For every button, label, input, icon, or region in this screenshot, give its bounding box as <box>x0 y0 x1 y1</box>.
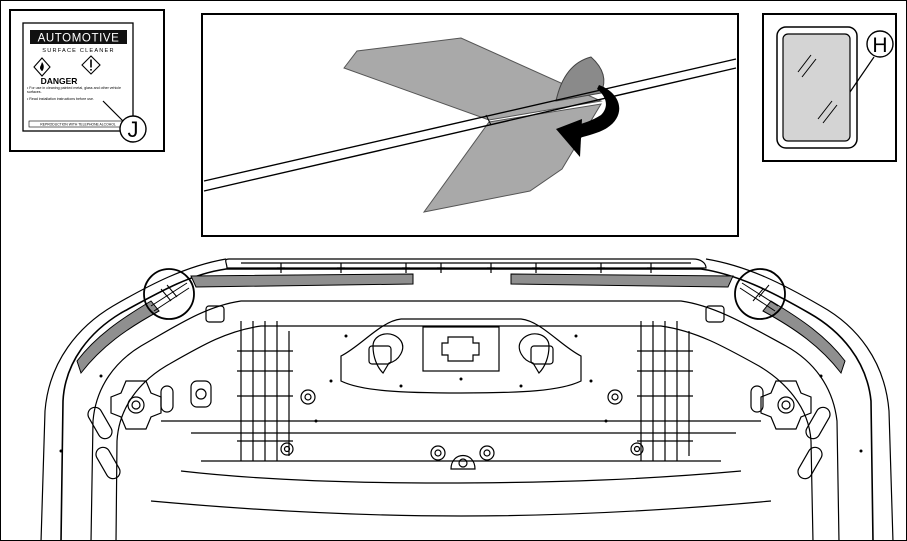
callout-h <box>866 30 894 58</box>
right-mount-boss <box>760 380 812 430</box>
top-clips <box>277 263 655 273</box>
hood-underside <box>40 258 894 540</box>
product-inset: AUTOMOTIVE SURFACE CLEANER DANGER • For … <box>9 9 165 152</box>
left-square-hole <box>368 345 392 365</box>
tape-strip-right-side <box>762 300 846 375</box>
tape-wing-upper <box>343 37 603 121</box>
product-footer: REPRODUCTION WITH TELEPHONE ALCOHOL <box>40 123 116 127</box>
tape-detail-inset <box>201 13 739 237</box>
pad-shine-3 <box>817 100 833 120</box>
product-brand-bar <box>30 30 127 44</box>
center-latch-opening <box>441 336 480 362</box>
rivets <box>59 334 863 453</box>
product-brand: AUTOMOTIVE <box>38 33 120 45</box>
left-corner-circle <box>143 268 195 320</box>
cross-member-curve <box>180 470 742 484</box>
hood-outline <box>60 268 874 540</box>
rotate-arrow-icon <box>556 85 620 157</box>
callout-h-letter: H <box>872 34 887 57</box>
center-bracket <box>340 318 582 394</box>
right-keyhole <box>518 333 550 374</box>
callout-j <box>119 115 147 143</box>
left-mount-boss <box>110 380 162 430</box>
hood-top-rail <box>225 258 707 269</box>
hood-inner-frame-2 <box>115 325 814 540</box>
flammable-icon <box>33 57 51 77</box>
hood-outline-right-flange <box>705 258 894 540</box>
left-keyhole <box>372 333 404 374</box>
left-rib-cluster <box>237 321 293 461</box>
pad-shine-1 <box>797 54 812 73</box>
tape-strip-left-side <box>76 300 160 375</box>
pad-shine-4 <box>822 104 838 124</box>
mounting-holes <box>190 305 725 470</box>
callout-j-letter: J <box>128 117 139 142</box>
molding-joint <box>485 114 492 126</box>
tape-strip-top-right <box>510 273 734 288</box>
tape-wing-lower <box>422 103 602 213</box>
hood-outline-left-flange <box>40 258 227 540</box>
product-bullets: • For use in cleaning painted metal, gla… <box>27 86 121 101</box>
tape-strip-top-left <box>190 273 414 288</box>
molding-edge-bottom <box>203 67 737 192</box>
cross-member-lower <box>150 500 772 517</box>
corner-highlights <box>143 268 786 320</box>
molding-edge-top <box>203 58 737 182</box>
right-rib-cluster <box>637 321 693 461</box>
product-bullet-1: • For use in cleaning painted metal, gla… <box>27 86 121 95</box>
callout-h-leader <box>849 56 875 93</box>
installed-tape <box>76 273 846 375</box>
left-slots <box>87 385 174 480</box>
product-subtitle: SURFACE CLEANER <box>42 48 114 54</box>
right-slots <box>750 385 831 480</box>
hood-inner-frame <box>90 300 840 540</box>
pad-surface <box>782 33 851 142</box>
pad-shine-2 <box>801 58 817 78</box>
tape-peel-flap <box>555 56 605 102</box>
right-corner-circle <box>734 268 786 320</box>
exclamation-icon <box>81 55 101 75</box>
right-square-hole <box>530 345 554 365</box>
right-corner-detail <box>739 282 779 312</box>
product-bullet-2: • Read installation instructions before … <box>27 96 94 101</box>
callout-j-leader <box>102 100 125 123</box>
left-corner-detail <box>150 282 190 312</box>
pad-inset: H <box>762 13 897 162</box>
center-latch-plate <box>422 326 500 372</box>
product-warning: DANGER <box>41 76 78 86</box>
